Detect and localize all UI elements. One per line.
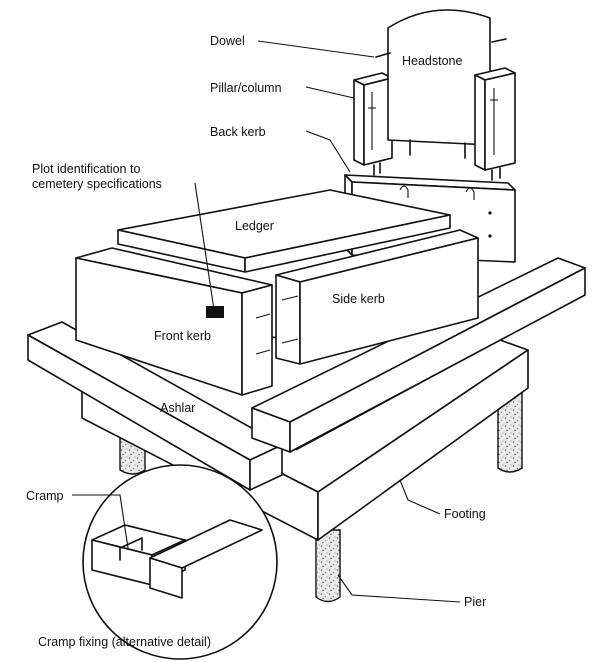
leader-lines: [72, 40, 461, 603]
label-cramp-fixing: Cramp fixing (alternative detail): [38, 635, 211, 649]
label-back-kerb: Back kerb: [210, 125, 266, 139]
label-pier: Pier: [464, 595, 486, 609]
cramp-detail-circle: [82, 464, 278, 660]
ashlar-right: [251, 257, 586, 453]
headstone: [387, 9, 491, 159]
label-plot-id-line1: Plot identification to: [32, 162, 140, 176]
plot-id-plate: [206, 306, 224, 318]
label-cramp: Cramp: [26, 489, 64, 503]
label-ashlar: Ashlar: [160, 401, 195, 415]
label-headstone: Headstone: [402, 54, 463, 68]
front-kerb: [75, 247, 273, 396]
label-front-kerb: Front kerb: [154, 329, 211, 343]
label-dowel: Dowel: [210, 34, 245, 48]
label-plot-id-line2: cemetery specifications: [32, 177, 162, 191]
side-kerb: [275, 229, 479, 365]
pillar-left: [353, 72, 393, 176]
dowels: [375, 38, 507, 58]
label-pillar: Pillar/column: [210, 81, 282, 95]
label-ledger: Ledger: [235, 219, 274, 233]
pier-front: [315, 529, 341, 603]
pillar-right: [474, 67, 516, 181]
label-footing: Footing: [444, 507, 486, 521]
ledger-slab: [117, 189, 451, 273]
label-side-kerb: Side kerb: [332, 292, 385, 306]
